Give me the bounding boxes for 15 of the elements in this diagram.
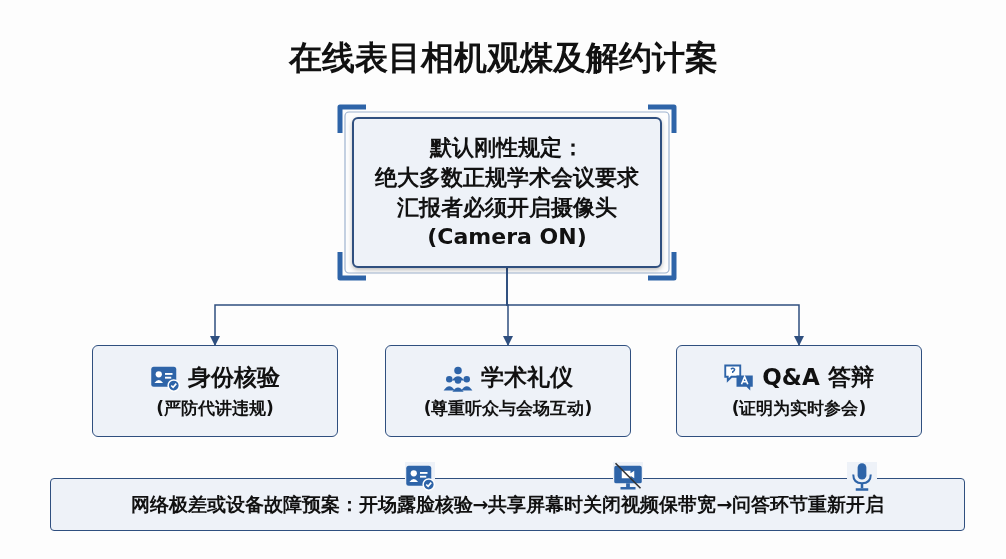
- fallback-text: 网络极差或设备故障预案：开场露脸核验→共享屏幕时关闭视频保带宽→问答环节重新开启: [130, 491, 885, 517]
- card-subtext: (严防代讲违规): [156, 397, 274, 420]
- card-heading: 身份核验: [188, 363, 280, 393]
- arrow: [506, 267, 805, 347]
- title: 在线表目相机观煤及解约计案: [287, 37, 719, 79]
- topic-card: [385, 345, 631, 437]
- fallback-band: [50, 478, 965, 531]
- card-heading: Q&A 答辩: [762, 363, 874, 393]
- card-heading: 学术礼仪: [481, 363, 573, 393]
- card-subtext: (证明为实时参会): [731, 397, 867, 420]
- topic-card: [92, 345, 338, 437]
- topic-card: [676, 345, 922, 437]
- card-subtext: (尊重听众与会场互动): [423, 397, 593, 420]
- rule-heading: 默认刚性规定：: [428, 134, 585, 163]
- rule-text: 绝大多数正规学术会议要求汇报者必须开启摄像头 (Camera ON): [373, 163, 640, 252]
